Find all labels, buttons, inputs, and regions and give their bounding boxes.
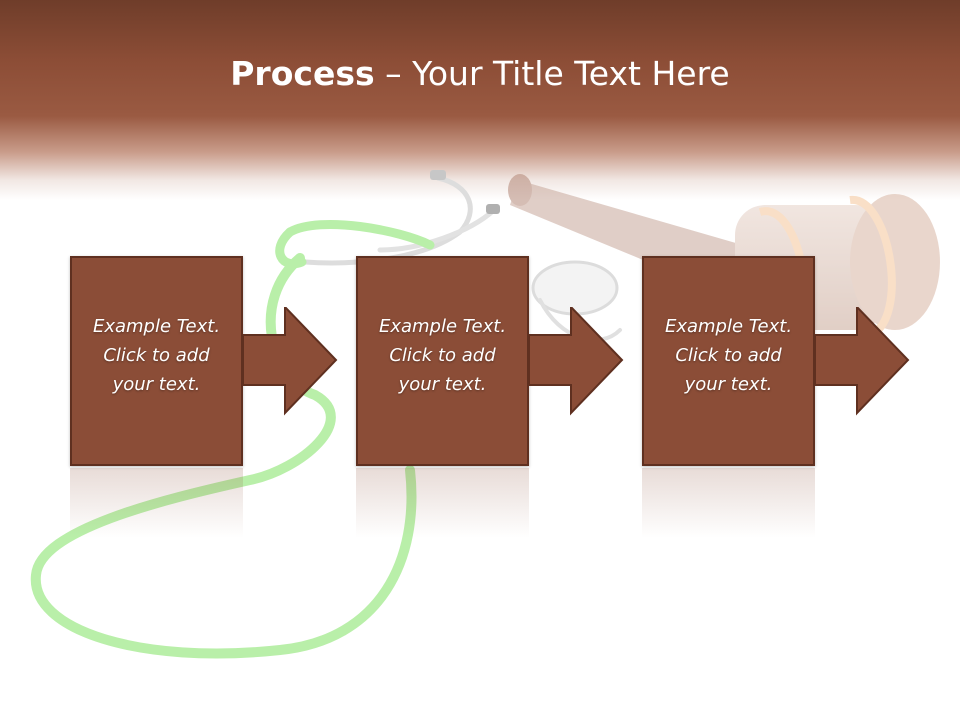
header-band [0,0,960,200]
arrow-right-icon [529,307,624,416]
title-rest: – Your Title Text Here [374,54,730,93]
step-1-text[interactable]: Example Text. Click to add your text. [92,316,221,395]
stethoscope-image [30,170,622,659]
arrow-right-icon [243,307,338,416]
process-step-3[interactable]: Example Text. Click to add your text. [642,256,815,466]
arrow-right-icon [815,307,910,416]
step-3-reflection [642,468,815,538]
step-1-reflection [70,468,243,538]
step-2-text[interactable]: Example Text. Click to add your text. [378,316,507,395]
title-bold: Process [230,54,375,93]
step-2-reflection [356,468,529,538]
process-step-2[interactable]: Example Text. Click to add your text. [356,256,529,466]
process-step-1[interactable]: Example Text. Click to add your text. [70,256,243,466]
slide-title[interactable]: Process – Your Title Text Here [0,52,960,96]
step-3-text[interactable]: Example Text. Click to add your text. [664,316,793,395]
